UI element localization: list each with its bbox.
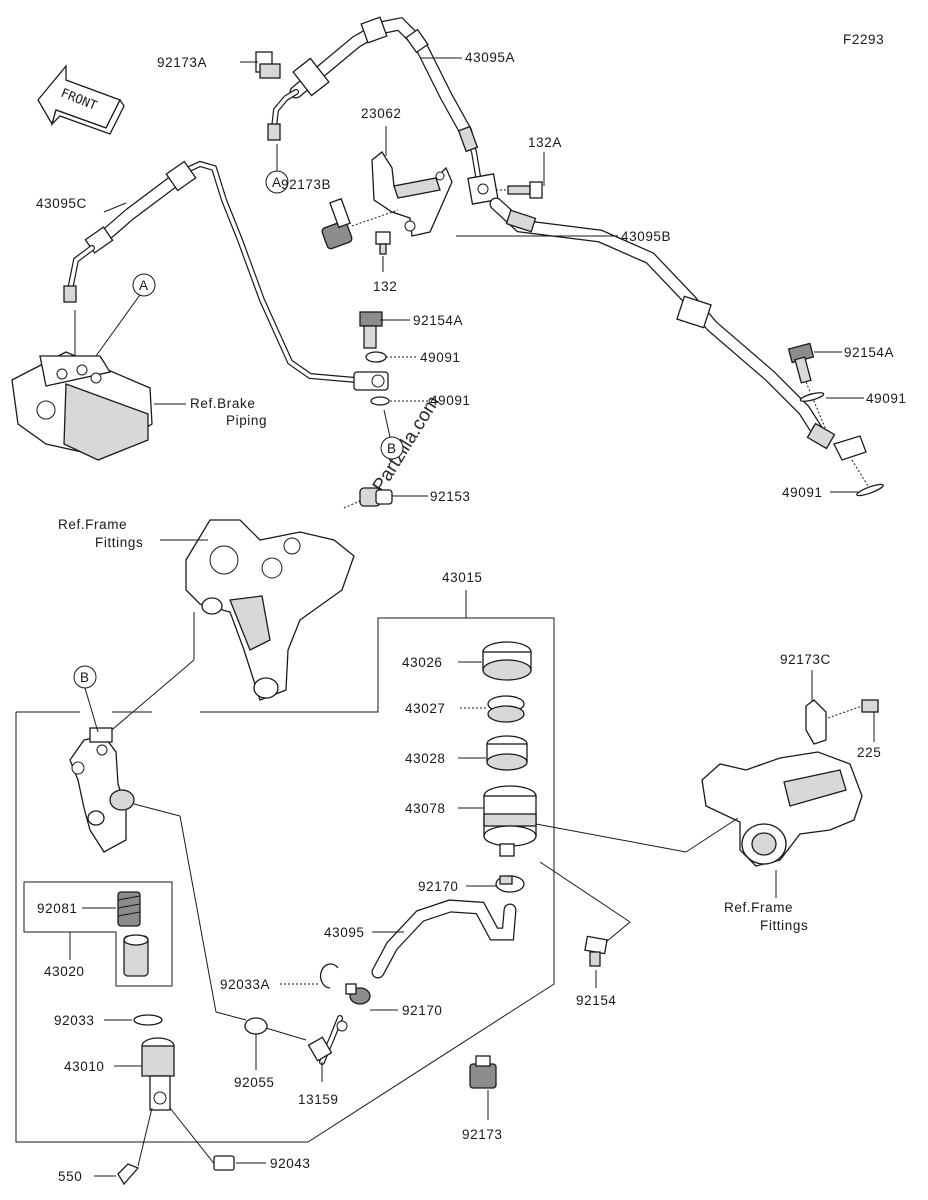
part-550-cotter-pin[interactable] <box>94 1107 153 1186</box>
part-43020-piston[interactable] <box>123 934 149 977</box>
part-43010-master-cylinder-body[interactable] <box>69 727 247 1021</box>
svg-text:A: A <box>139 278 149 293</box>
label-49091-right-upper: 49091 <box>866 391 907 406</box>
marker-b-left: B <box>73 665 99 733</box>
part-frame-fitting-left <box>185 519 355 701</box>
label-92153: 92153 <box>430 489 471 504</box>
part-92173b-clamp[interactable] <box>321 197 399 250</box>
part-43027-plate[interactable] <box>460 695 525 723</box>
svg-text:A: A <box>272 175 282 190</box>
part-frame-fitting-right <box>535 751 863 898</box>
part-132-bolt[interactable] <box>375 231 391 272</box>
label-132: 132 <box>373 279 397 294</box>
label-43020: 43020 <box>44 964 85 979</box>
part-43095a-hose[interactable] <box>267 16 481 179</box>
part-13159-elbow[interactable] <box>307 1015 348 1082</box>
label-43015: 43015 <box>442 570 483 585</box>
label-43027: 43027 <box>405 701 446 716</box>
label-92154a-right: 92154A <box>844 345 894 360</box>
part-92173-clamp[interactable] <box>469 1055 497 1120</box>
label-43028: 43028 <box>405 751 446 766</box>
label-550: 550 <box>58 1169 82 1184</box>
label-92033a: 92033A <box>220 977 270 992</box>
label-49091-mid-upper: 49091 <box>420 350 461 365</box>
label-92173c: 92173C <box>780 652 831 667</box>
label-43026: 43026 <box>402 655 443 670</box>
part-225-bolt[interactable] <box>827 699 879 742</box>
label-43078: 43078 <box>405 801 446 816</box>
part-92170-clamp-upper[interactable] <box>466 875 525 893</box>
part-92154-bolt[interactable] <box>539 861 631 988</box>
part-92173a-clamp[interactable] <box>240 51 281 79</box>
marker-b-mid: B <box>380 409 404 460</box>
part-49091-washer-right-upper[interactable] <box>799 391 825 403</box>
part-43028-diaphragm[interactable] <box>458 735 528 771</box>
label-92154: 92154 <box>576 993 617 1008</box>
part-43095b-hose[interactable] <box>489 197 867 461</box>
ref-frame-right-line2: Fittings <box>760 918 808 933</box>
label-43095c: 43095C <box>36 196 87 211</box>
label-92043: 92043 <box>270 1156 311 1171</box>
part-abs-unit[interactable] <box>11 291 186 461</box>
ref-frame-left-line2: Fittings <box>95 535 143 550</box>
part-joint-block[interactable] <box>467 173 499 205</box>
master-cylinder-group-frame <box>15 590 555 1143</box>
label-23062: 23062 <box>361 106 402 121</box>
part-92055-oring[interactable] <box>244 1017 307 1070</box>
part-92173c-bracket[interactable] <box>805 670 827 745</box>
part-92033-circlip[interactable] <box>104 1014 163 1026</box>
label-92170-upper: 92170 <box>418 879 459 894</box>
marker-a-abs: A <box>132 273 156 297</box>
part-43026-cap[interactable] <box>458 641 532 681</box>
part-92154a-bolt-mid[interactable] <box>359 311 383 349</box>
label-43095: 43095 <box>324 925 365 940</box>
part-23062-bracket[interactable] <box>371 126 453 237</box>
part-49091-washer-right-lower[interactable] <box>851 459 884 498</box>
marker-a-top: A <box>265 144 289 194</box>
label-92173a: 92173A <box>157 55 207 70</box>
part-49091-washer-mid-upper[interactable] <box>365 351 387 363</box>
label-225: 225 <box>857 745 881 760</box>
label-43095a: 43095A <box>465 50 515 65</box>
label-49091-right-lower: 49091 <box>782 485 823 500</box>
figure-code: F2293 <box>843 32 884 47</box>
label-43010: 43010 <box>64 1059 105 1074</box>
label-92055: 92055 <box>234 1075 275 1090</box>
label-92081: 92081 <box>37 901 78 916</box>
label-92033: 92033 <box>54 1013 95 1028</box>
ref-brake-line2: Piping <box>226 413 267 428</box>
svg-text:B: B <box>387 441 397 456</box>
label-92154a-mid: 92154A <box>413 313 463 328</box>
ref-frame-right-line1: Ref.Frame <box>724 900 793 915</box>
part-92043-pin[interactable] <box>213 1155 266 1171</box>
front-arrow-icon: FRONT <box>37 64 125 135</box>
part-92153-fitting[interactable] <box>343 487 393 509</box>
ref-frame-left-line1: Ref.Frame <box>58 517 127 532</box>
part-92081-spring[interactable] <box>82 891 141 927</box>
part-92154a-bolt-right[interactable] <box>787 342 827 431</box>
part-43020-group-box <box>23 881 173 987</box>
svg-text:B: B <box>80 670 90 685</box>
part-43095c-hose[interactable] <box>63 160 389 391</box>
part-43095-reservoir-hose[interactable] <box>371 899 517 979</box>
label-92173: 92173 <box>462 1127 503 1142</box>
part-49091-washer-mid-lower[interactable] <box>370 396 390 406</box>
label-43095b: 43095B <box>621 229 671 244</box>
part-92170-clamp-lower[interactable] <box>345 983 398 1011</box>
part-92033a-circlip[interactable] <box>280 963 339 989</box>
label-92173b: 92173B <box>281 177 331 192</box>
part-132a-bolt[interactable] <box>496 152 545 199</box>
ref-brake-line1: Ref.Brake <box>190 396 255 411</box>
leader-lines <box>103 57 864 541</box>
part-43010-pushrod[interactable] <box>114 1037 217 1167</box>
label-132a: 132A <box>528 135 562 150</box>
label-49091-mid-lower: 49091 <box>430 393 471 408</box>
label-13159: 13159 <box>298 1092 339 1107</box>
label-92170-lower: 92170 <box>402 1003 443 1018</box>
part-43078-reservoir[interactable] <box>458 785 537 857</box>
